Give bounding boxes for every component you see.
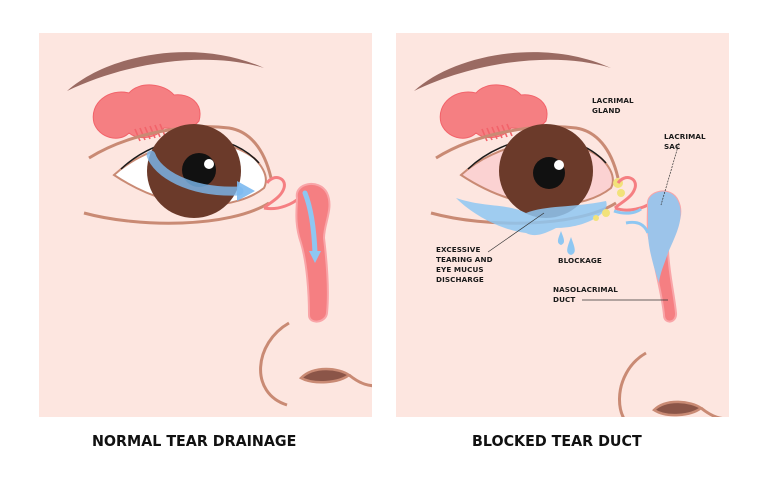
normal-eye-illustration: [67, 52, 372, 407]
eye-highlight: [204, 159, 214, 169]
tear-flow-arrow-icon: [146, 150, 244, 196]
eyebrow: [414, 52, 611, 91]
nose-outline: [618, 351, 647, 417]
label-blockage: BLOCKAGE: [558, 256, 602, 265]
tear-drop-icon: [567, 237, 575, 255]
lower-skin-line: [83, 201, 270, 225]
tear-drainage-duct: [262, 176, 331, 323]
blocked-tear-duct: [613, 176, 682, 323]
excess-tears: [456, 198, 607, 236]
normal-tear-drainage-panel: [39, 33, 372, 417]
eye-highlight: [554, 160, 564, 170]
blocked-tear-duct-panel: LACRIMAL GLAND LACRIMAL SAC EXCESSIVE TE…: [396, 33, 729, 417]
caption-blocked-tear-duct: BLOCKED TEAR DUCT: [472, 432, 642, 450]
nostril: [652, 400, 704, 417]
eyebrow: [67, 52, 264, 91]
tearing-leader: [487, 212, 545, 253]
nose-outline: [259, 321, 290, 407]
upper-skin-line: [435, 125, 620, 179]
label-lacrimal-sac: LACRIMAL SAC: [664, 132, 706, 151]
tear-drop-icon: [557, 231, 565, 245]
blocked-eye-illustration: [414, 52, 724, 417]
label-excessive-tearing: EXCESSIVE TEARING AND EYE MUCUS DISCHARG…: [436, 245, 493, 284]
nostril: [298, 367, 352, 384]
label-lacrimal-gland: LACRIMAL GLAND: [592, 96, 634, 115]
label-nasolacrimal-duct: NASOLACRIMAL DUCT: [553, 285, 618, 304]
lacrimal-sac-leader: [660, 142, 680, 206]
upper-skin-line: [88, 125, 273, 179]
caption-normal-tear-drainage: NORMAL TEAR DRAINAGE: [92, 432, 297, 450]
